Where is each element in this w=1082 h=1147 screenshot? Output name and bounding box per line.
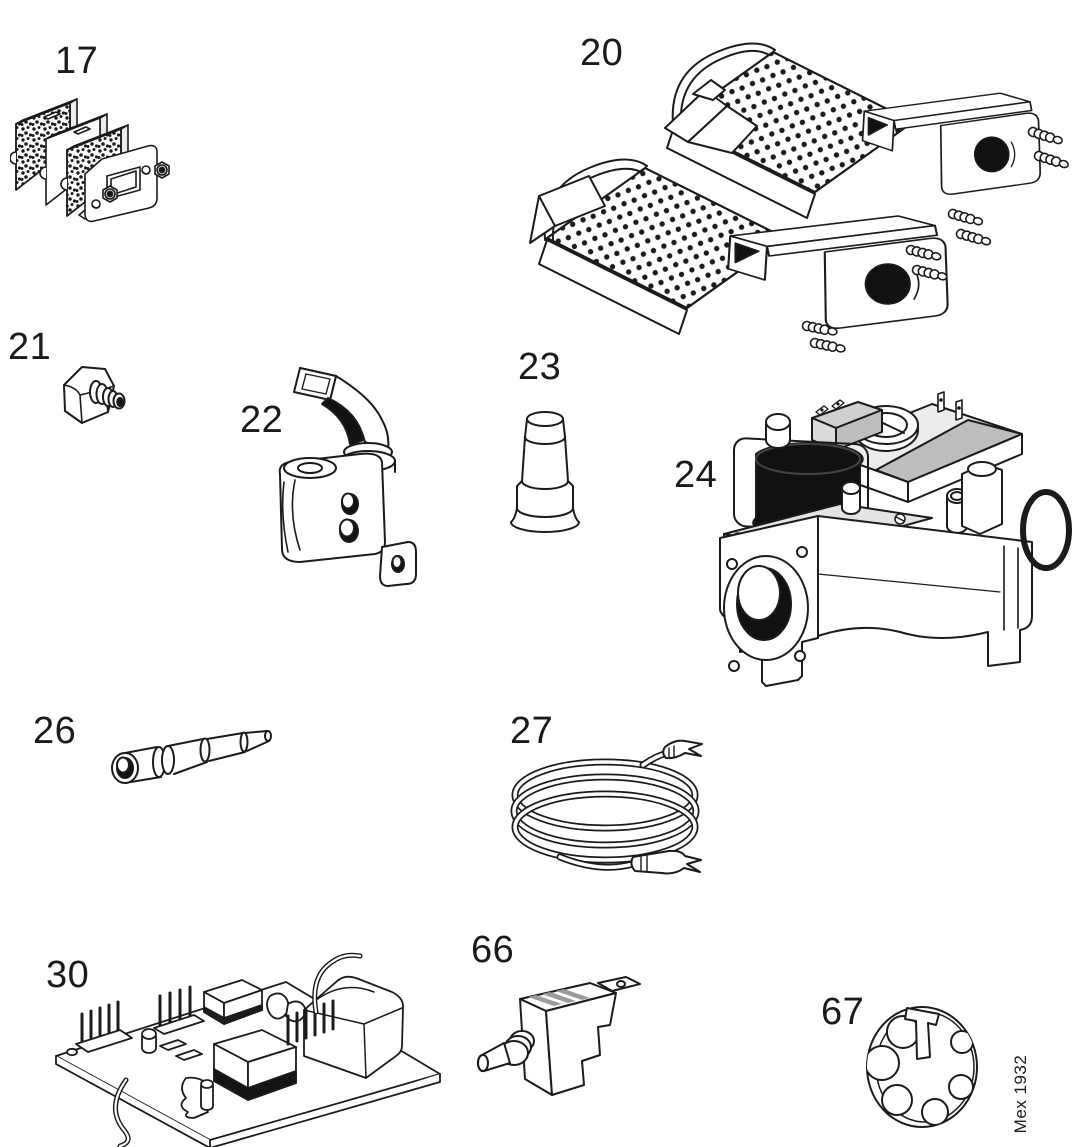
part-label-30: 30 [46, 954, 90, 996]
o-ring [1020, 489, 1072, 571]
switch-shaft [476, 1030, 535, 1073]
spade-connector-top [662, 739, 703, 760]
control-knob-illustration [858, 1003, 983, 1131]
part-label-17: 17 [55, 40, 99, 82]
spade-connector-bottom [630, 849, 702, 875]
part-label-22: 22 [240, 399, 284, 441]
wing-deflector [529, 175, 606, 244]
pilot-burner-bracket-illustration [270, 362, 430, 592]
knob-pointer [904, 1007, 940, 1060]
ignition-cable-illustration [505, 733, 705, 883]
part-label-23: 23 [518, 346, 562, 388]
pin-header-left [75, 1000, 133, 1053]
wires [113, 952, 363, 1147]
venturi-front [727, 215, 949, 330]
outlet-boss [961, 461, 1003, 535]
nut-2 [154, 161, 170, 179]
pin-header-right [286, 999, 335, 1046]
grommet-illustration [505, 405, 585, 535]
pin-header-mid [153, 985, 205, 1035]
gas-valve-illustration [700, 378, 1080, 708]
part-label-24: 24 [674, 454, 718, 496]
part-label-20: 20 [580, 32, 624, 74]
part-label-26: 26 [33, 710, 77, 752]
venturi-rear [861, 92, 1042, 195]
sight-glass-plate [78, 144, 158, 223]
part-label-27: 27 [510, 710, 554, 752]
relay-large [213, 1029, 297, 1101]
knob-scallops [867, 1015, 974, 1126]
burner-rail-rear [666, 42, 914, 219]
control-pcb-illustration [48, 948, 448, 1147]
terminal-block [811, 399, 883, 451]
electrode-illustration [95, 722, 280, 792]
valve-body [719, 515, 1033, 687]
burner-assembly-illustration [525, 28, 1080, 353]
deflector-bracket [664, 79, 758, 154]
drawing-code: Mex 1932 [1011, 1054, 1030, 1134]
part-label-66: 66 [471, 929, 515, 971]
spade-terminals [937, 391, 963, 421]
nut-1 [102, 185, 118, 203]
relay-small [203, 979, 263, 1025]
cable-coil [510, 748, 700, 871]
switch-illustration [470, 973, 650, 1103]
sight-glass-gasket-assembly-illustration [10, 82, 195, 227]
transformer [303, 975, 404, 1079]
injector-nut-illustration [50, 355, 135, 440]
burner-rail-front [529, 158, 786, 335]
part-label-67: 67 [821, 991, 865, 1033]
part-label-21: 21 [8, 326, 52, 368]
